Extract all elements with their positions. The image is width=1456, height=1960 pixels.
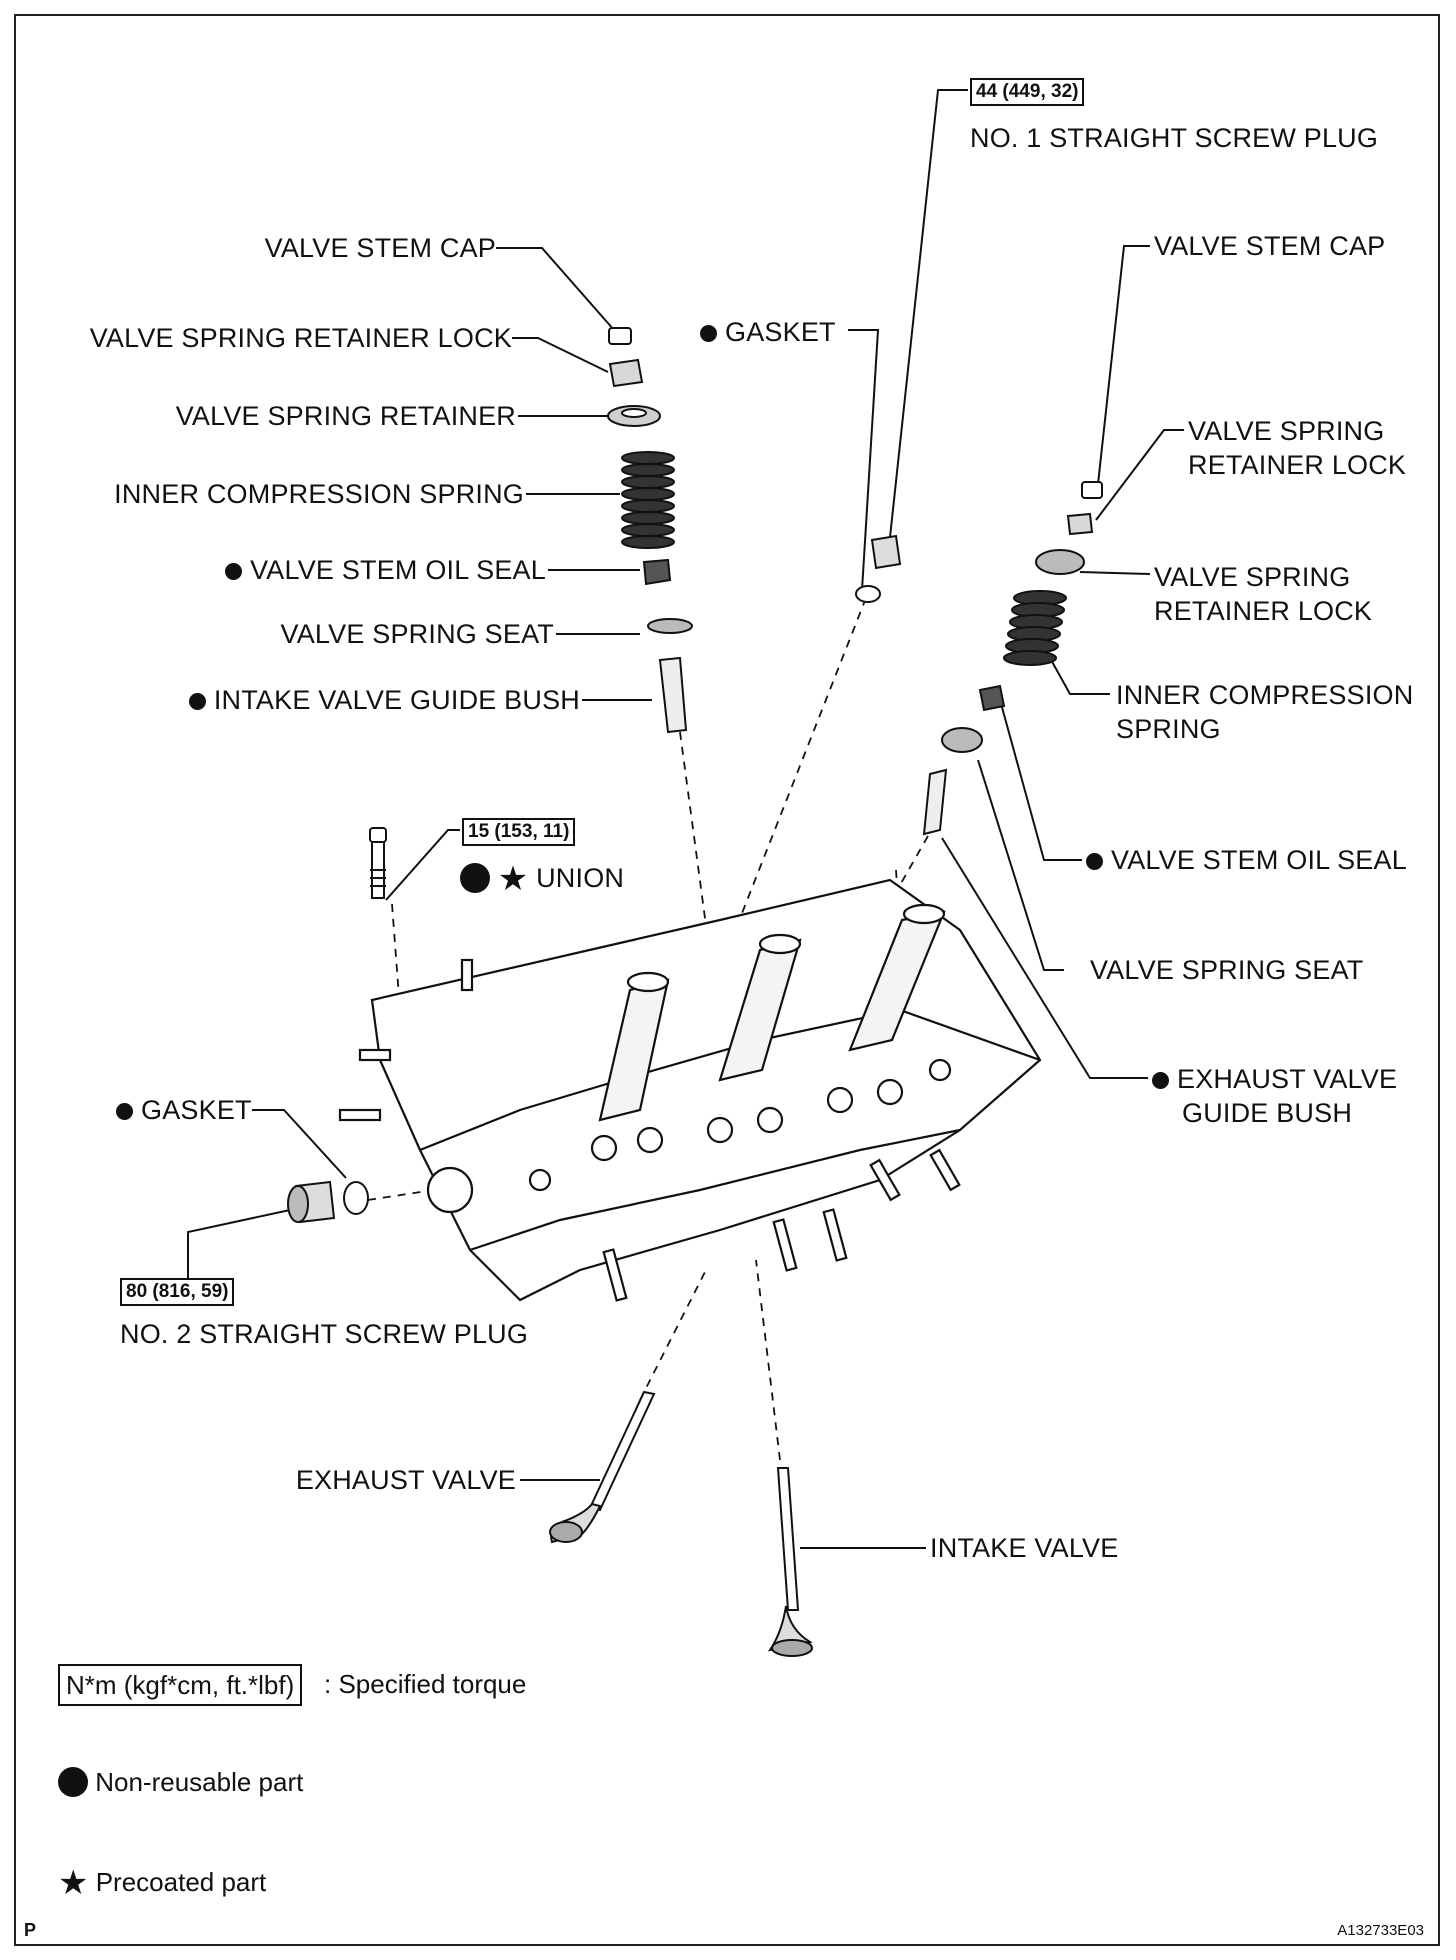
leader-retainer-lock2-right <box>1079 571 1151 575</box>
inner-spring-right <box>1003 590 1067 666</box>
legend-precoated: ★ Precoated part <box>58 1864 267 1902</box>
leader-oil-seal-right <box>999 699 1082 861</box>
non-reusable-mark <box>460 863 490 893</box>
non-reusable-mark <box>188 693 206 710</box>
oil-seal-left <box>642 558 672 586</box>
no2-plug-parts <box>287 1180 369 1224</box>
label-intake-valve: INTAKE VALVE <box>930 1533 1119 1563</box>
cylinder-head-body <box>338 878 1042 1302</box>
exhaust-valve <box>549 1390 656 1544</box>
leader-no1-plug <box>887 89 968 557</box>
torque-union: 15 (153, 11) <box>462 818 576 846</box>
non-reusable-icon <box>58 1767 88 1797</box>
non-reusable-mark <box>1152 1072 1169 1089</box>
valve-stem-cap-right <box>1081 481 1103 499</box>
label-valve-stem-cap-right: VALVE STEM CAP <box>1154 231 1386 261</box>
leader-union <box>385 829 460 901</box>
diagram-frame <box>14 14 1440 1946</box>
footer-left-code: P <box>24 1920 37 1940</box>
non-reusable-mark <box>116 1103 133 1120</box>
label-spring-seat-right: VALVE SPRING SEAT <box>1090 955 1364 985</box>
no1-plug-parts <box>855 534 902 603</box>
label-intake-bush: INTAKE VALVE GUIDE BUSH <box>188 684 580 716</box>
legend-torque-unit: N*m (kgf*cm, ft.*lbf) <box>58 1664 303 1706</box>
retainer-lock-left <box>608 358 644 388</box>
non-reusable-mark <box>225 563 243 580</box>
star-icon: ★ <box>58 1864 89 1902</box>
inner-spring-left <box>621 451 675 549</box>
legend-non-reusable: Non-reusable part <box>58 1766 303 1798</box>
label-union: ★ UNION <box>460 862 624 896</box>
label-oil-seal-left: VALVE STEM OIL SEAL <box>225 554 546 586</box>
leader-retainer-lock-right <box>1095 429 1184 521</box>
non-reusable-mark <box>1086 853 1103 870</box>
non-reusable-mark <box>700 325 717 342</box>
leader-valve-stem-cap-right <box>1097 245 1150 485</box>
torque-no1-plug: 44 (449, 32) <box>970 78 1085 106</box>
left-valve-parts <box>607 327 693 734</box>
label-oil-seal-right: VALVE STEM OIL SEAL <box>1086 844 1407 876</box>
exhaust-guide-bush <box>922 768 948 836</box>
leader-valve-stem-cap-left <box>496 247 615 331</box>
spring-retainer-right <box>1035 549 1085 575</box>
intake-guide-bush <box>658 656 688 734</box>
intake-valve <box>767 1467 813 1657</box>
oil-seal-right <box>978 684 1006 712</box>
valve-stem-cap-left <box>608 327 632 345</box>
label-exhaust-valve: EXHAUST VALVE <box>295 1465 516 1495</box>
legend-torque-desc: : Specified torque <box>324 1669 527 1699</box>
label-retainer-lock-left: VALVE SPRING RETAINER LOCK <box>89 323 512 353</box>
label-spring-retainer-left: VALVE SPRING RETAINER <box>175 401 516 431</box>
leader-gasket-top <box>848 329 880 591</box>
union-bolt <box>369 827 387 899</box>
label-valve-stem-cap-left: VALVE STEM CAP <box>264 233 496 263</box>
right-valve-parts <box>922 481 1103 836</box>
leader-retainer-lock-left <box>512 337 609 373</box>
precoated-star-icon: ★ <box>497 860 529 898</box>
spring-seat-left <box>647 618 693 634</box>
leader-no2-plug <box>187 1209 291 1280</box>
footer-figure-code: A132733E03 <box>1337 1922 1424 1939</box>
label-no1-straight-screw-plug: NO. 1 STRAIGHT SCREW PLUG <box>970 123 1379 153</box>
label-inner-spring-left: INNER COMPRESSION SPRING <box>114 479 524 509</box>
leader-spring-seat-right <box>977 759 1064 971</box>
label-no2-straight-screw-plug: NO. 2 STRAIGHT SCREW PLUG <box>120 1319 529 1349</box>
label-spring-seat-left: VALVE SPRING SEAT <box>280 619 554 649</box>
label-gasket-left: GASKET <box>116 1094 252 1126</box>
label-gasket-top: GASKET <box>700 316 836 348</box>
leader-gasket-left <box>252 1109 347 1179</box>
torque-no2-plug: 80 (816, 59) <box>120 1278 235 1306</box>
leader-exhaust-bush-right <box>941 837 1148 1079</box>
retainer-lock-right <box>1066 512 1094 536</box>
spring-seat-right <box>941 727 983 753</box>
